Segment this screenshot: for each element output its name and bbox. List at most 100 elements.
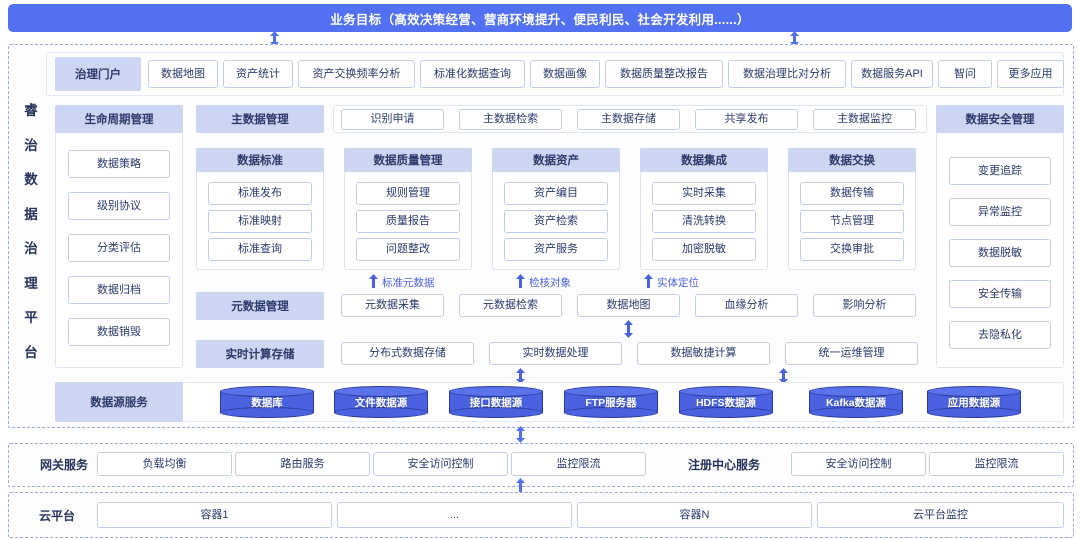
lifecycle-item-data-policy[interactable]: 数据策略 [68,150,170,178]
gateway-item-monitor-throttle[interactable]: 监控限流 [511,452,646,476]
group-item-issue-rectify[interactable]: 问题整改 [356,238,460,261]
connector-arrow-banner-left [270,31,279,47]
security-item-deprivacy[interactable]: 去隐私化 [949,321,1051,349]
annotation-arrow-check-object [516,274,525,288]
annotation-label-check-object: 检核对象 [529,277,571,289]
datasource-label: 文件数据源 [354,396,408,409]
group-item-clean-transform[interactable]: 清洗转换 [652,210,756,233]
cylinder-top [449,386,543,397]
registry-item-monitor-throttle[interactable]: 监控限流 [929,452,1064,476]
lifecycle-item-classification[interactable]: 分类评估 [68,234,170,262]
annotation-label-standard-metadata: 标准元数据 [382,277,435,289]
security-header: 数据安全管理 [936,105,1064,133]
datasource-item-ftp[interactable]: FTP服务器 [564,386,658,418]
realtime-item-agile-compute[interactable]: 数据敏捷计算 [637,342,770,365]
group-item-rule-management[interactable]: 规则管理 [356,182,460,205]
group-item-exchange-approval[interactable]: 交换审批 [800,238,904,261]
gateway-item-routing[interactable]: 路由服务 [235,452,370,476]
gateway-item-load-balance[interactable]: 负载均衡 [97,452,232,476]
cloud-item-container-1[interactable]: 容器1 [97,502,332,528]
metadata-item-impact[interactable]: 影响分析 [813,294,916,317]
datasource-panel [55,382,1064,422]
security-item-masking[interactable]: 数据脱敏 [949,239,1051,267]
portal-item-more-apps[interactable]: 更多应用 [997,60,1064,88]
group-header-data-integration: 数据集成 [640,148,768,172]
connector-arrow-realtime-ds-right [779,368,788,384]
datasource-item-database[interactable]: 数据库 [220,386,314,418]
metadata-item-data-map[interactable]: 数据地图 [577,294,680,317]
group-header-data-standard: 数据标准 [196,148,324,172]
group-item-standard-query[interactable]: 标准查询 [208,238,312,261]
master-data-header: 主数据管理 [196,105,324,133]
group-header-data-asset: 数据资产 [492,148,620,172]
realtime-item-unified-ops[interactable]: 统一运维管理 [785,342,918,365]
realtime-item-stream-processing[interactable]: 实时数据处理 [489,342,622,365]
portal-item-service-api[interactable]: 数据服务API [851,60,933,88]
metadata-item-search[interactable]: 元数据检索 [459,294,562,317]
lifecycle-item-archive[interactable]: 数据归档 [68,276,170,304]
datasource-label: 应用数据源 [947,396,1001,409]
cylinder-bottom [679,407,773,418]
metadata-item-collect[interactable]: 元数据采集 [341,294,444,317]
connector-arrow-banner-right [790,31,799,47]
group-item-data-transfer[interactable]: 数据传输 [800,182,904,205]
security-item-anomaly-monitor[interactable]: 异常监控 [949,198,1051,226]
registry-center-header: 注册中心服务 [687,457,760,472]
group-item-node-management[interactable]: 节点管理 [800,210,904,233]
datasource-item-interface[interactable]: 接口数据源 [449,386,543,418]
metadata-item-lineage[interactable]: 血缘分析 [695,294,798,317]
portal-item-exchange-frequency[interactable]: 资产交换频率分析 [298,60,415,88]
vtitle-char: 台 [24,344,38,360]
portal-item-data-profile[interactable]: 数据画像 [530,60,600,88]
security-item-secure-transfer[interactable]: 安全传输 [949,280,1051,308]
vtitle-char: 治 [24,137,38,153]
lifecycle-item-destroy[interactable]: 数据销毁 [68,318,170,346]
gateway-item-access-control[interactable]: 安全访问控制 [373,452,508,476]
master-data-item-storage[interactable]: 主数据存储 [577,109,680,130]
group-item-realtime-collect[interactable]: 实时采集 [652,182,756,205]
platform-vertical-title: 睿 治 数 据 治 理 平 台 [16,104,46,359]
cloud-header: 云平台 [38,508,75,523]
datasource-item-file[interactable]: 文件数据源 [334,386,428,418]
security-item-change-trace[interactable]: 变更追踪 [949,157,1051,185]
cylinder-top [564,386,658,397]
vtitle-char: 数 [24,172,38,187]
portal-item-standard-query[interactable]: 标准化数据查询 [420,60,525,88]
portal-item-data-map[interactable]: 数据地图 [148,60,218,88]
realtime-header: 实时计算存储 [196,340,324,368]
business-goal-title: 业务目标（高效决策经营、营商环境提升、便民利民、社会开发利用......） [330,12,750,27]
lifecycle-item-sla[interactable]: 级别协议 [68,192,170,220]
portal-item-quality-report[interactable]: 数据质量整改报告 [605,60,723,88]
group-item-standard-mapping[interactable]: 标准映射 [208,210,312,233]
cylinder-bottom [334,407,428,418]
cloud-item-container-n[interactable]: 容器N [577,502,812,528]
group-item-quality-report[interactable]: 质量报告 [356,210,460,233]
datasource-label: FTP服务器 [585,396,637,409]
group-item-asset-catalog[interactable]: 资产编目 [504,182,608,205]
cloud-item-ellipsis[interactable]: ... [337,502,572,528]
gateway-header: 网关服务 [39,457,88,472]
group-item-encrypt-mask[interactable]: 加密脱敏 [652,238,756,261]
portal-item-smart-ask[interactable]: 智问 [938,60,992,88]
master-data-item-search[interactable]: 主数据检索 [459,109,562,130]
vtitle-char: 据 [24,206,38,222]
group-item-standard-publish[interactable]: 标准发布 [208,182,312,205]
registry-item-access-control[interactable]: 安全访问控制 [791,452,926,476]
cloud-item-monitoring[interactable]: 云平台监控 [817,502,1064,528]
portal-item-governance-compare[interactable]: 数据治理比对分析 [728,60,846,88]
master-data-item-share-publish[interactable]: 共享发布 [695,109,798,130]
portal-item-asset-stats[interactable]: 资产统计 [223,60,293,88]
datasource-label: HDFS数据源 [695,396,757,409]
group-item-asset-search[interactable]: 资产检索 [504,210,608,233]
datasource-item-kafka[interactable]: Kafka数据源 [809,386,903,418]
datasource-item-application[interactable]: 应用数据源 [927,386,1021,418]
connector-arrow-realtime-ds-left [516,368,525,384]
realtime-item-distributed-storage[interactable]: 分布式数据存储 [341,342,474,365]
master-data-item-identify-apply[interactable]: 识别申请 [341,109,444,130]
master-data-item-monitor[interactable]: 主数据监控 [813,109,916,130]
group-header-data-exchange: 数据交换 [788,148,916,172]
cylinder-top [334,386,428,397]
datasource-item-hdfs[interactable]: HDFS数据源 [679,386,773,418]
cylinder-bottom [220,407,314,418]
group-item-asset-service[interactable]: 资产服务 [504,238,608,261]
